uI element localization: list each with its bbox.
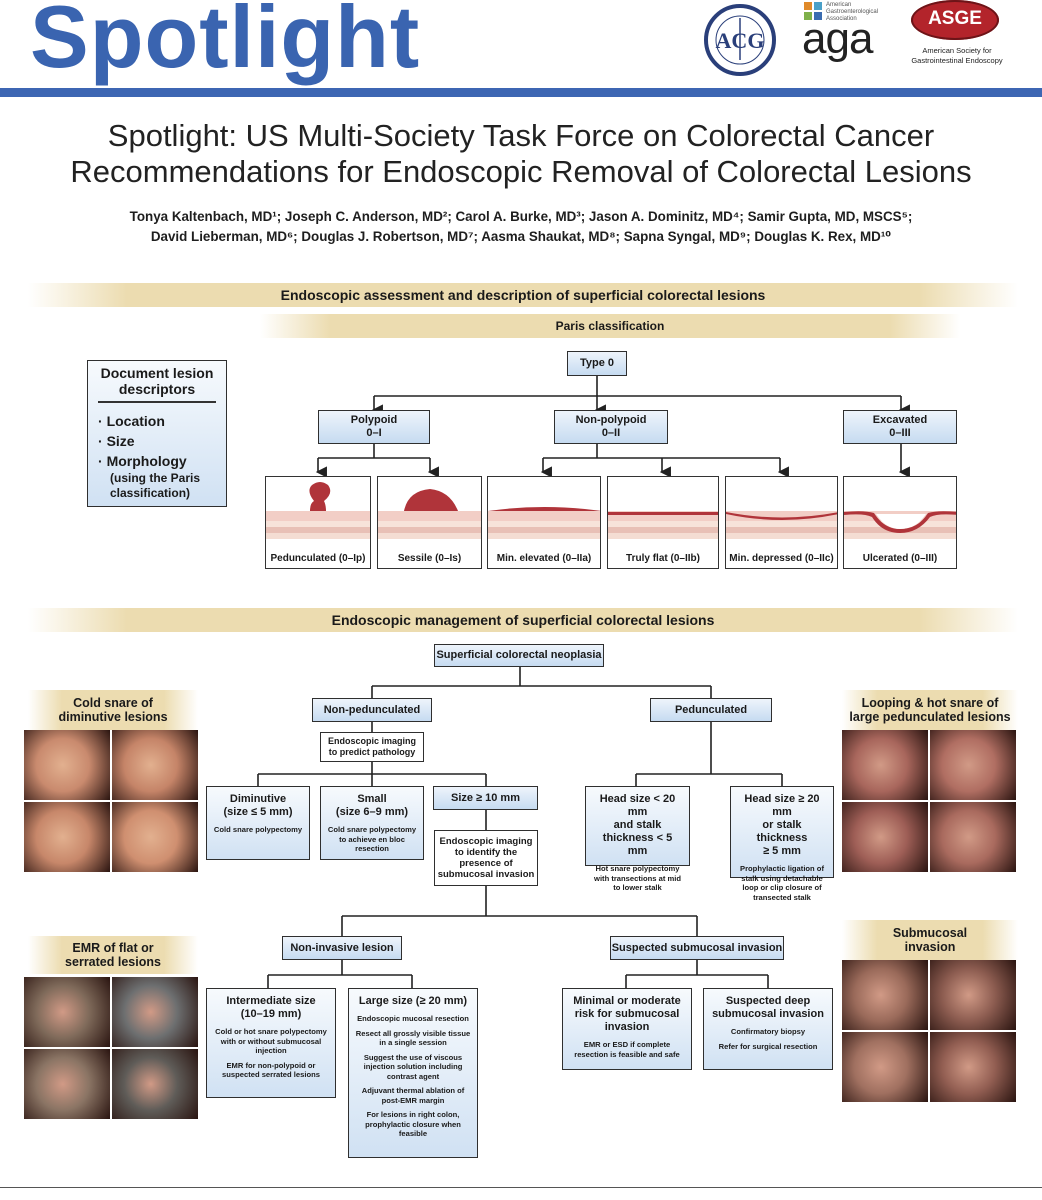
authors-line-2: David Lieberman, MD⁶; Douglas J. Roberts…	[150, 229, 892, 244]
management-band: Endoscopic management of superficial col…	[28, 608, 1018, 632]
paris-panel: Ulcerated (0–III)	[843, 476, 958, 569]
asge-logo: ASGE American Society for Gastrointestin…	[905, 0, 1015, 70]
type0-node: Type 0	[567, 351, 627, 376]
head-small-box: Head size < 20 mm and stalk thickness < …	[585, 786, 690, 892]
deep-invasion-box: Suspected deep submucosal invasion Confi…	[703, 988, 833, 1070]
paris-panel-caption: Ulcerated (0–III)	[862, 553, 938, 564]
head-large-box: Head size ≥ 20 mm or stalk thickness ≥ 5…	[730, 786, 834, 902]
title-line-2: Recommendations for Endoscopic Removal o…	[70, 154, 972, 189]
descriptor-note: (using the Paris classification)	[110, 471, 201, 500]
paris-panel: Pedunculated (0–Ip)	[265, 476, 372, 569]
lesion-illustration	[266, 482, 372, 539]
descriptor-item: · Location	[98, 413, 165, 429]
paris-panel: Sessile (0–Is)	[377, 476, 483, 569]
paris-panel-caption: Truly flat (0–IIb)	[626, 553, 700, 564]
acg-logo: ACG	[700, 2, 780, 78]
endoscopy-photo	[112, 730, 198, 800]
paris-panel-caption: Min. elevated (0–IIa)	[496, 553, 592, 564]
diminutive-box: Diminutive (size ≤ 5 mm) Cold snare poly…	[206, 786, 310, 860]
intermediate-box: Intermediate size (10–19 mm) Cold or hot…	[206, 988, 336, 1098]
paris-panel-caption: Sessile (0–Is)	[397, 553, 462, 564]
endoscopy-photo	[842, 960, 928, 1030]
suspected-node: Suspected submucosal invasion	[610, 936, 784, 960]
title-line-1: Spotlight: US Multi-Society Task Force o…	[107, 118, 935, 153]
large-box: Large size (≥ 20 mm) Endoscopic mucosal …	[348, 988, 478, 1158]
paris-panel: Min. elevated (0–IIa)	[487, 476, 602, 569]
paris-panel: Min. depressed (0–IIc)	[725, 476, 839, 569]
descriptor-box: Document lesion descriptors · Location ·…	[87, 360, 227, 507]
page-title: Spotlight: US Multi-Society Task Force o…	[0, 118, 1042, 190]
endoscopy-photo	[24, 1049, 110, 1119]
endoscopy-photo	[24, 977, 110, 1047]
endoscopy-photo	[112, 802, 198, 872]
endoscopy-photo	[842, 730, 928, 800]
lesion-illustration	[378, 489, 483, 539]
noninvasive-node: Non-invasive lesion	[282, 936, 402, 960]
endoscopy-photo	[842, 802, 928, 872]
small-box: Small (size 6–9 mm) Cold snare polypecto…	[320, 786, 424, 860]
endoscopy-photo	[842, 1032, 928, 1102]
endoscopy-photo	[112, 1049, 198, 1119]
lesion-illustration	[844, 511, 958, 539]
paris-panel-caption: Min. depressed (0–IIc)	[729, 553, 834, 564]
ped-node: Pedunculated	[650, 698, 772, 722]
paris-panel: Truly flat (0–IIb)	[607, 476, 720, 569]
size10-node: Size ≥ 10 mm	[433, 786, 538, 810]
endoscopy-photo	[24, 730, 110, 800]
footer-rule	[0, 1187, 1042, 1188]
endoscopy-photo	[930, 960, 1016, 1030]
authors-line-1: Tonya Kaltenbach, MD¹; Joseph C. Anderso…	[129, 209, 913, 224]
endoscopy-photo	[930, 730, 1016, 800]
aga-logo-small: American Gastroenterological Association	[826, 2, 879, 22]
asge-sub2: Gastrointestinal Endoscopy	[911, 56, 1003, 65]
descriptor-item: · Size	[98, 433, 135, 449]
author-list: Tonya Kaltenbach, MD¹; Joseph C. Anderso…	[0, 207, 1042, 247]
assessment-band: Endoscopic assessment and description of…	[28, 283, 1018, 307]
endoscopy-photo	[930, 1032, 1016, 1102]
header-rule	[0, 88, 1042, 97]
paris-band: Paris classification	[260, 314, 960, 338]
aga-logo-text: aga	[802, 14, 873, 63]
endoscopy-photo	[112, 977, 198, 1047]
lesion-illustration	[608, 511, 720, 539]
endoscopy-photo	[930, 802, 1016, 872]
lesion-illustration	[488, 507, 602, 539]
descriptor-title: Document lesion descriptors	[98, 365, 216, 403]
neoplasia-node: Superficial colorectal neoplasia	[434, 644, 604, 667]
asge-logo-text: ASGE	[928, 8, 982, 29]
endoscopy-photo	[24, 802, 110, 872]
paris-panel-caption: Pedunculated (0–Ip)	[270, 553, 366, 564]
nonped-node: Non-pedunculated	[312, 698, 432, 722]
asge-sub1: American Society for	[922, 46, 992, 55]
lesion-illustration	[726, 511, 839, 539]
minimal-risk-box: Minimal or moderate risk for submucosal …	[562, 988, 692, 1070]
descriptor-item: · Morphology	[98, 453, 187, 469]
brand-title: Spotlight	[30, 0, 421, 86]
aga-logo: American Gastroenterological Association…	[800, 0, 890, 70]
